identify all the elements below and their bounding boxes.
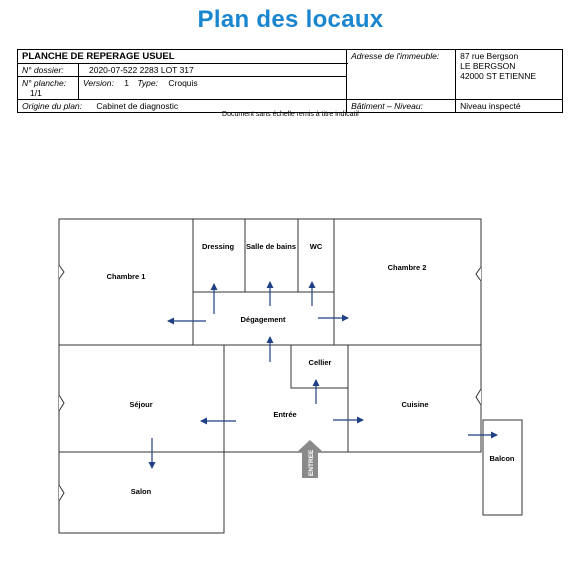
dossier-label: N° dossier:	[22, 65, 64, 75]
version-label: Version:	[83, 78, 114, 88]
address-label: Adresse de l'immeuble:	[351, 51, 440, 61]
type-label: Type:	[137, 78, 158, 88]
batiment-value: Niveau inspecté	[460, 101, 521, 111]
room-salon: Salon	[131, 487, 152, 496]
entry-marker-label: ENTREE	[308, 449, 315, 476]
room-balcon: Balcon	[489, 454, 514, 463]
room-salle-de-bains: Salle de bains	[246, 242, 296, 251]
page-title: Plan des locaux	[197, 6, 384, 33]
origine-value: Cabinet de diagnostic	[96, 101, 179, 111]
window-notches	[58, 264, 482, 502]
room-wc: WC	[310, 242, 323, 251]
origine-label: Origine du plan:	[22, 101, 83, 111]
sheet-title: PLANCHE DE REPERAGE USUEL	[22, 51, 175, 62]
address-line-2: LE BERGSON	[460, 61, 516, 71]
info-table: PLANCHE DE REPERAGE USUEL Adresse de l'i…	[16, 49, 563, 113]
planche-label: N° planche:	[22, 78, 67, 88]
batiment-label: Bâtiment – Niveau:	[351, 101, 423, 111]
address-line-1: 87 rue Bergson	[460, 51, 519, 61]
address-line-3: 42000 ST ETIENNE	[460, 71, 537, 81]
dossier-value: 2020-07-522 2283 LOT 317	[89, 65, 194, 75]
arrows	[148, 281, 498, 469]
room-degagement: Dégagement	[240, 315, 286, 324]
balcon-wall	[482, 419, 523, 516]
room-cellier: Cellier	[309, 358, 332, 367]
planche-value: 1/1	[30, 88, 42, 98]
type-value: Croquis	[168, 78, 198, 88]
outer-wall	[58, 218, 482, 453]
room-chambre-2: Chambre 2	[388, 263, 427, 272]
room-dressing: Dressing	[202, 242, 235, 251]
room-sejour: Séjour	[129, 400, 152, 409]
room-cuisine: Cuisine	[401, 400, 428, 409]
scale-note: Document sans échelle remis à titre indi…	[222, 111, 359, 118]
room-entree: Entrée	[273, 410, 296, 419]
address-value-cell: 87 rue Bergson LE BERGSON 42000 ST ETIEN…	[455, 49, 563, 100]
entry-marker: ENTREE	[297, 440, 323, 478]
version-value: 1	[124, 78, 129, 88]
address-label-cell: Adresse de l'immeuble:	[346, 49, 457, 100]
room-chambre-1: Chambre 1	[107, 272, 146, 281]
walls	[58, 218, 523, 534]
